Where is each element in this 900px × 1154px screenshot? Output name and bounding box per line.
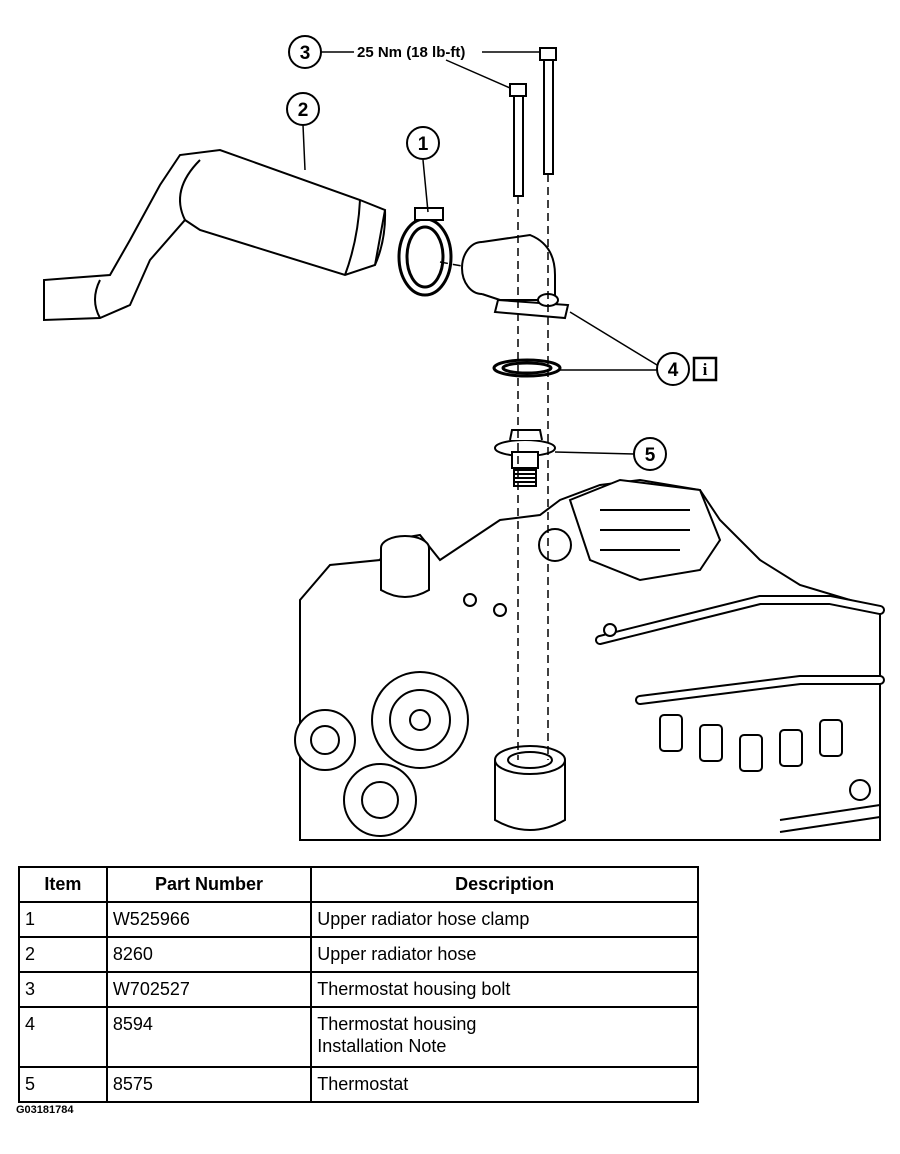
cell-item: 3 <box>18 971 108 1008</box>
table-row: 4 8594 Thermostat housing Installation N… <box>18 1006 699 1068</box>
alignment-lines <box>439 174 549 760</box>
cell-item: 5 <box>18 1066 108 1103</box>
callout-3-label: 3 <box>300 43 311 64</box>
callout-1-label: 1 <box>418 134 429 155</box>
cell-part-number: 8260 <box>105 936 313 973</box>
thermostat <box>494 429 556 487</box>
info-icon: i <box>692 356 718 382</box>
header-part-number: Part Number <box>105 866 313 903</box>
housing-gasket <box>492 358 562 378</box>
cell-description: Thermostat housing Installation Note <box>310 1006 699 1068</box>
engine-block <box>294 478 885 841</box>
table-row: 2 8260 Upper radiator hose <box>18 936 699 973</box>
table-row: 3 W702527 Thermostat housing bolt <box>18 971 699 1008</box>
figure-id: G03181784 <box>16 1104 74 1116</box>
callout-5-label: 5 <box>645 445 656 466</box>
leader-lines <box>302 51 658 455</box>
cell-item: 1 <box>18 901 108 938</box>
header-item: Item <box>18 866 108 903</box>
callout-2-label: 2 <box>298 100 309 121</box>
cell-part-number: W702527 <box>105 971 313 1008</box>
cell-description: Thermostat housing bolt <box>310 971 699 1008</box>
header-description: Description <box>310 866 699 903</box>
installation-note-link[interactable]: Installation Note <box>317 1036 447 1056</box>
cell-item: 4 <box>18 1006 108 1068</box>
table-header-row: Item Part Number Description <box>18 866 699 903</box>
cell-part-number: 8575 <box>105 1066 313 1103</box>
exploded-view-illustration: 1 2 3 4 5 25 Nm (18 lb-ft) i <box>43 35 885 841</box>
cell-part-number: 8594 <box>105 1006 313 1068</box>
housing-bolts <box>509 47 557 197</box>
callout-1: 1 <box>406 126 440 160</box>
upper-radiator-hose <box>43 148 387 322</box>
callout-4: 4 <box>656 352 690 386</box>
cell-description: Upper radiator hose <box>310 936 699 973</box>
table-row: 1 W525966 Upper radiator hose clamp <box>18 901 699 938</box>
description-text: Thermostat housing <box>317 1014 477 1034</box>
table-row: 5 8575 Thermostat <box>18 1066 699 1103</box>
info-icon-label: i <box>703 360 708 379</box>
hose-clamp <box>397 207 453 297</box>
cell-item: 2 <box>18 936 108 973</box>
cell-part-number: W525966 <box>105 901 313 938</box>
thermostat-housing <box>461 233 570 320</box>
callout-5: 5 <box>633 437 667 471</box>
torque-spec-label: 25 Nm (18 lb-ft) <box>357 44 465 61</box>
callout-3: 3 <box>288 35 322 69</box>
parts-table: Item Part Number Description 1 W525966 U… <box>18 866 699 1103</box>
callout-2: 2 <box>286 92 320 126</box>
cell-description: Upper radiator hose clamp <box>310 901 699 938</box>
callout-4-label: 4 <box>668 360 679 381</box>
cell-description: Thermostat <box>310 1066 699 1103</box>
